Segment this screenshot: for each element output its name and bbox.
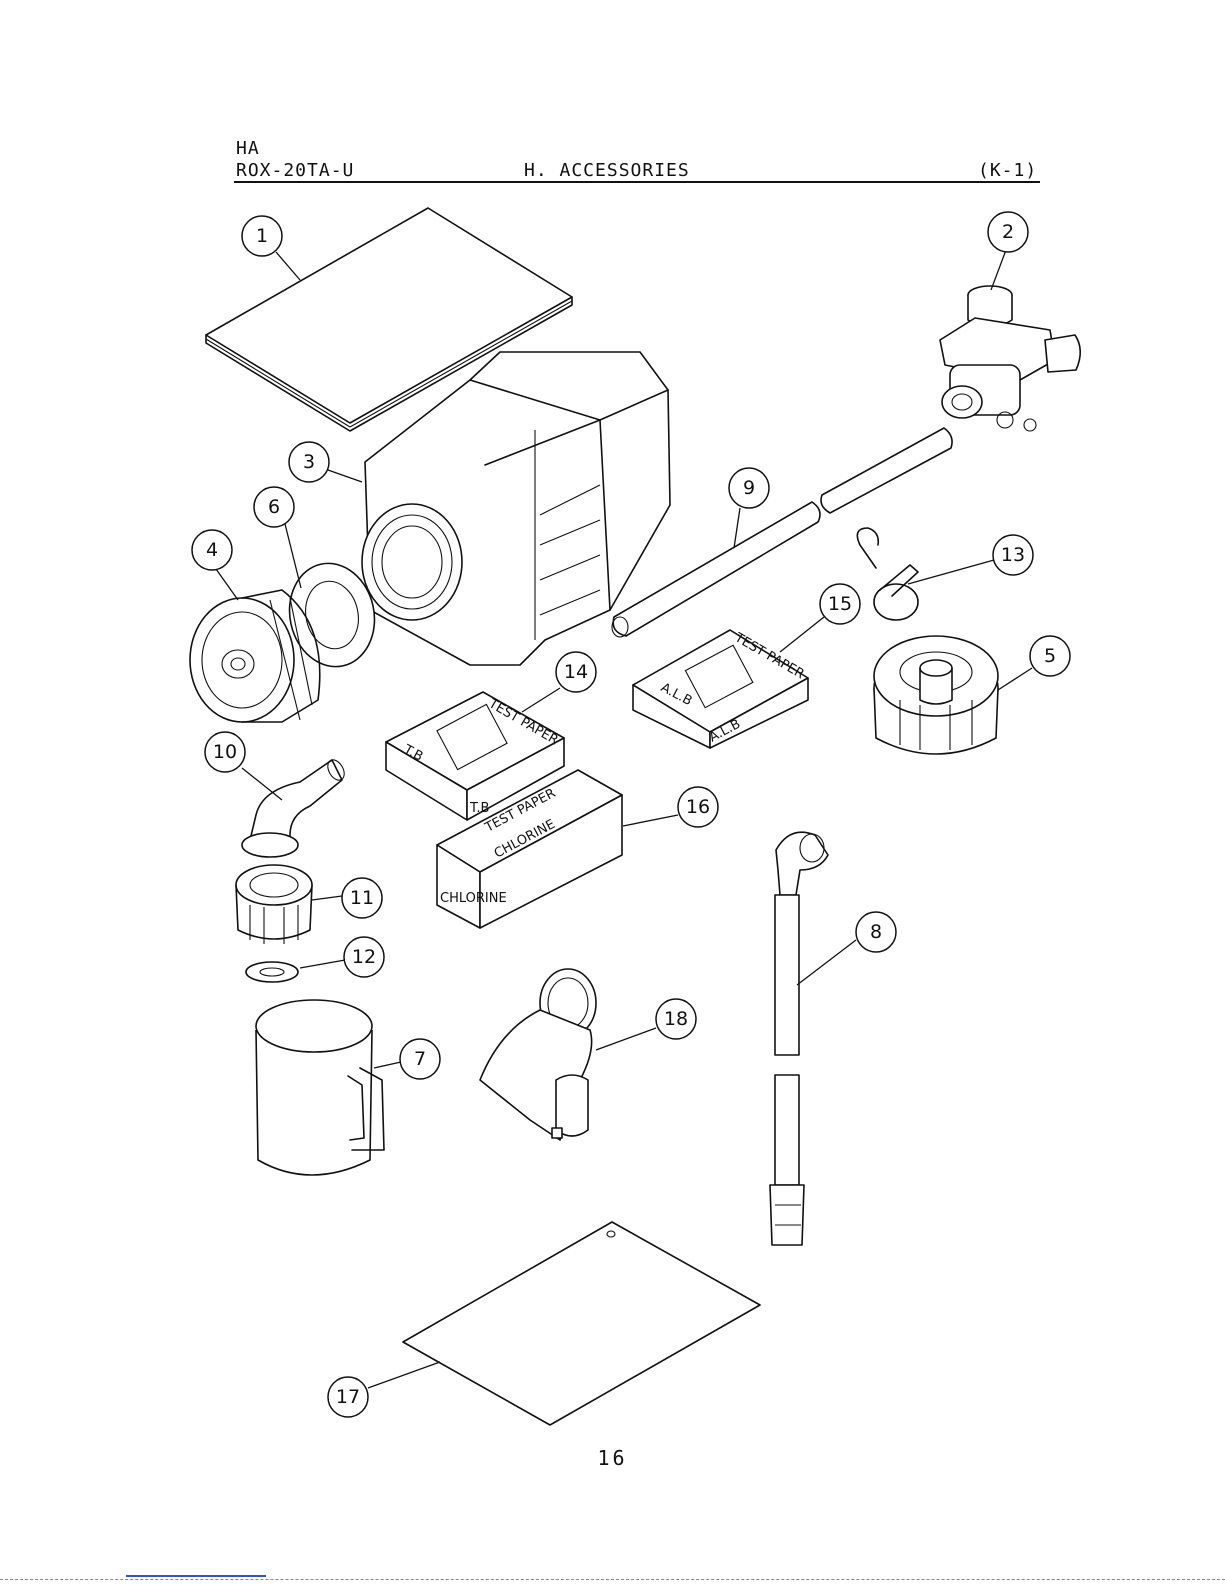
callout-11: 11	[342, 878, 382, 918]
part-jug	[256, 1000, 384, 1175]
svg-text:1: 1	[256, 225, 268, 247]
callout-17: 17	[328, 1377, 368, 1417]
svg-text:18: 18	[664, 1008, 688, 1030]
part-alb-box: TEST PAPER A.L.B A.L.B	[633, 630, 808, 748]
svg-text:16: 16	[686, 796, 710, 818]
svg-text:4: 4	[206, 539, 218, 561]
callout-4: 4	[192, 530, 232, 570]
svg-text:6: 6	[268, 496, 280, 518]
callout-16: 16	[678, 787, 718, 827]
part-elbow	[242, 757, 348, 857]
part-hose	[770, 832, 828, 1245]
callout-18: 18	[656, 999, 696, 1039]
callout-14: 14	[556, 652, 596, 692]
part-cap-small	[874, 636, 998, 754]
bottom-divider	[0, 1579, 1225, 1580]
callout-9: 9	[729, 468, 769, 508]
svg-text:3: 3	[303, 451, 315, 473]
callout-15: 15	[820, 584, 860, 624]
page-number: 16	[0, 1446, 1225, 1470]
part-hook	[857, 528, 918, 620]
callout-2: 2	[988, 212, 1028, 252]
callout-1: 1	[242, 216, 282, 256]
part-kit	[480, 969, 596, 1140]
part-plate	[403, 1222, 760, 1425]
svg-text:11: 11	[350, 887, 374, 909]
callout-6: 6	[254, 487, 294, 527]
svg-text:15: 15	[828, 593, 852, 615]
svg-text:12: 12	[352, 946, 376, 968]
svg-text:5: 5	[1044, 645, 1056, 667]
callout-5: 5	[1030, 636, 1070, 676]
callout-3: 3	[289, 442, 329, 482]
tb-box-side-label: T.B	[469, 801, 489, 816]
svg-text:10: 10	[213, 741, 237, 763]
svg-text:17: 17	[336, 1386, 360, 1408]
callout-8: 8	[856, 912, 896, 952]
part-washer	[246, 962, 298, 982]
svg-text:13: 13	[1001, 544, 1025, 566]
callout-12: 12	[344, 937, 384, 977]
callout-10: 10	[205, 732, 245, 772]
callout-7: 7	[400, 1039, 440, 1079]
svg-text:9: 9	[743, 477, 755, 499]
part-valve	[940, 286, 1080, 431]
part-nut	[236, 865, 312, 944]
callout-13: 13	[993, 535, 1033, 575]
svg-text:2: 2	[1002, 221, 1014, 243]
svg-text:7: 7	[414, 1048, 426, 1070]
chlorine-box-side-label: CHLORINE	[440, 891, 507, 906]
bottom-link-underline	[126, 1575, 266, 1577]
svg-text:14: 14	[564, 661, 588, 683]
svg-text:8: 8	[870, 921, 882, 943]
